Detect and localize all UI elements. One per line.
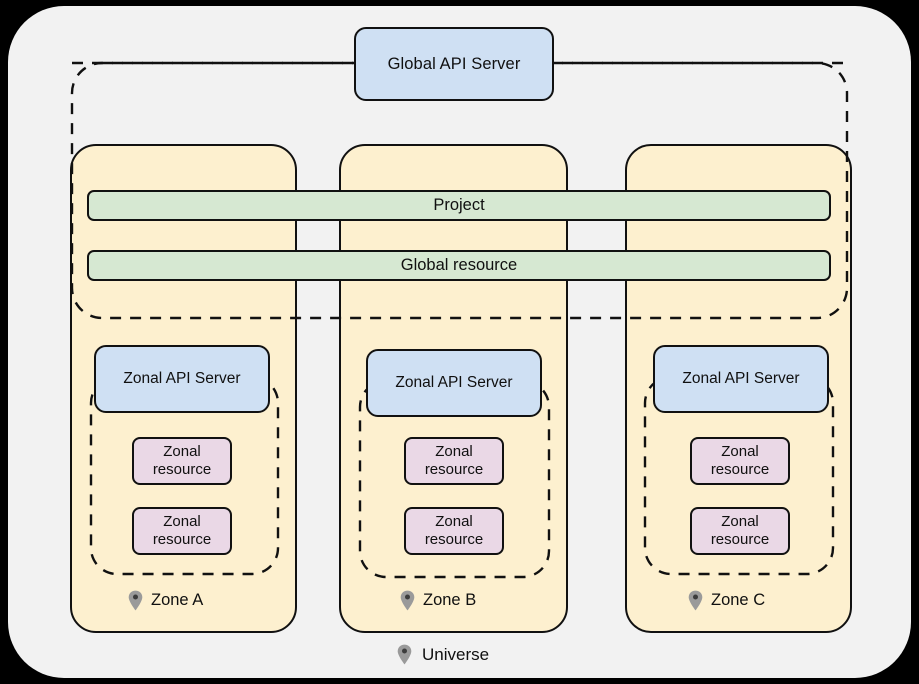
zone-a-resource-1[interactable]: Zonal resource [132, 437, 232, 485]
zone-c-resource-2-line1: Zonal [721, 513, 759, 530]
map-pin-icon [128, 590, 143, 611]
zone-c-resource-2-line2: resource [710, 531, 770, 548]
zone-b-resource-1-line2: resource [424, 461, 484, 478]
zone-a-resource-2[interactable]: Zonal resource [132, 507, 232, 555]
zone-c-api-server-label: Zonal API Server [682, 370, 800, 387]
zone-a-resource-1-line1: Zonal [163, 443, 201, 460]
map-pin-icon [397, 644, 412, 665]
zone-a-resource-1-line2: resource [152, 461, 212, 478]
global-api-server-label: Global API Server [387, 54, 521, 73]
global-api-server-box[interactable]: Global API Server [354, 27, 554, 101]
zone-b-api-server-box[interactable]: Zonal API Server [366, 349, 542, 417]
zone-c-api-server-box[interactable]: Zonal API Server [653, 345, 829, 413]
universe-label-text: Universe [422, 644, 490, 664]
map-pin-icon [688, 590, 703, 611]
zone-b-api-server-label: Zonal API Server [395, 374, 513, 391]
global-resource-bar[interactable]: Global resource [87, 250, 831, 281]
zone-c-label-text: Zone C [711, 591, 766, 609]
zone-a-resource-2-line1: Zonal [163, 513, 201, 530]
zone-c-resource-1-line2: resource [710, 461, 770, 478]
map-pin-icon [400, 590, 415, 611]
universe-label: Universe [397, 644, 489, 665]
zone-c-resource-1[interactable]: Zonal resource [690, 437, 790, 485]
zone-b-label: Zone B [400, 590, 476, 611]
project-bar-label: Project [433, 196, 485, 214]
zone-a-label-text: Zone A [151, 591, 204, 609]
project-bar[interactable]: Project [87, 190, 831, 221]
zone-c-label: Zone C [688, 590, 765, 611]
zone-b-resource-2[interactable]: Zonal resource [404, 507, 504, 555]
zone-a-label: Zone A [128, 590, 203, 611]
global-resource-bar-label: Global resource [400, 256, 518, 274]
zone-a-api-server-label: Zonal API Server [123, 370, 241, 387]
zone-b-resource-1[interactable]: Zonal resource [404, 437, 504, 485]
zone-b-resource-2-line2: resource [424, 531, 484, 548]
zone-c-resource-2[interactable]: Zonal resource [690, 507, 790, 555]
zone-b-label-text: Zone B [423, 591, 477, 609]
zone-b-resource-2-line1: Zonal [435, 513, 473, 530]
zone-a-api-server-box[interactable]: Zonal API Server [94, 345, 270, 413]
zone-c-resource-1-line1: Zonal [721, 443, 759, 460]
zone-b-resource-1-line1: Zonal [435, 443, 473, 460]
zone-a-resource-2-line2: resource [152, 531, 212, 548]
